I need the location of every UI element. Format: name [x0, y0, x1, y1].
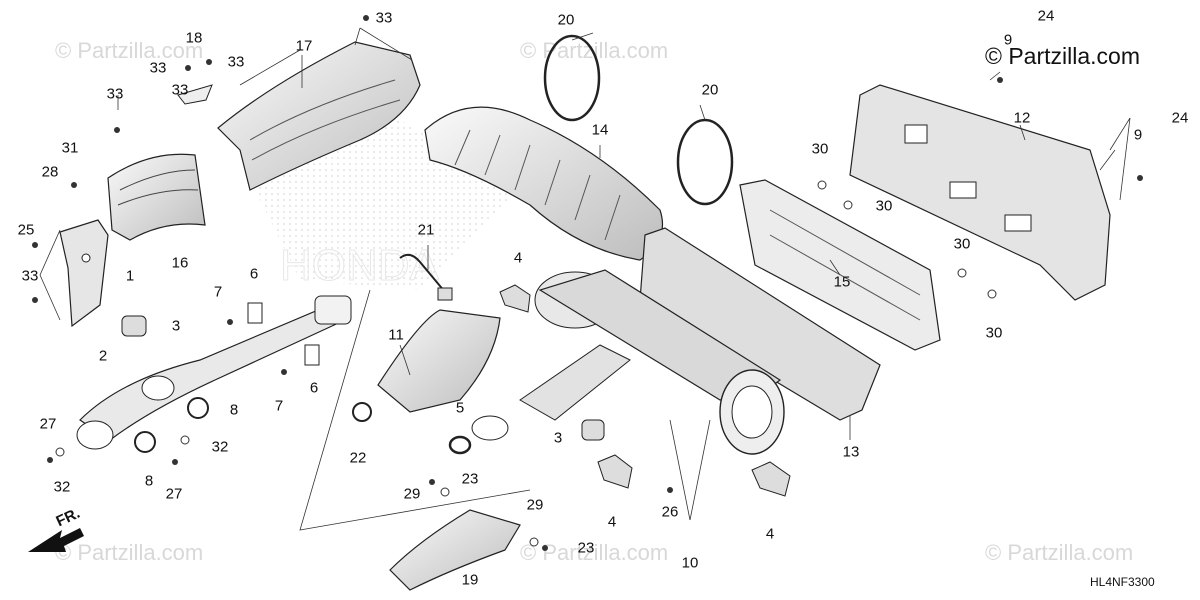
- leader-lines: [39, 27, 1131, 521]
- callout-7: 7: [213, 283, 223, 301]
- callout-16: 16: [171, 254, 189, 272]
- mount-part-4: [597, 454, 633, 489]
- callout-30: 30: [953, 235, 971, 253]
- callout-4: 4: [765, 525, 775, 543]
- mount-part-4: [751, 461, 791, 497]
- callout-6: 6: [309, 379, 319, 397]
- mount-part-4: [499, 284, 531, 313]
- callout-24: 24: [1037, 7, 1055, 25]
- sensor-part-21: [399, 253, 453, 301]
- callout-31: 31: [61, 139, 79, 157]
- callout-25: 25: [17, 221, 35, 239]
- heat-shield-part-16: [107, 153, 206, 241]
- mount-part-3: [581, 419, 605, 441]
- callout-21: 21: [417, 221, 435, 239]
- callout-12: 12: [1013, 109, 1031, 127]
- callout-9: 9: [1133, 126, 1143, 144]
- gasket-part-8: [134, 431, 156, 453]
- diagram-code: HL4NF3300: [1090, 575, 1155, 589]
- callout-8: 8: [229, 401, 239, 419]
- gasket-part-5: [448, 435, 472, 455]
- watermark: © Partzilla.com: [520, 540, 669, 565]
- gasket-part-8: [187, 397, 209, 419]
- callout-1: 1: [125, 267, 135, 285]
- callout-33: 33: [171, 81, 189, 99]
- callout-30: 30: [811, 140, 829, 158]
- callout-10: 10: [681, 554, 699, 572]
- callout-33: 33: [21, 267, 39, 285]
- callout-8: 8: [144, 472, 154, 490]
- callout-29: 29: [526, 496, 544, 514]
- callout-28: 28: [41, 163, 59, 181]
- callout-20: 20: [701, 81, 719, 99]
- callout-4: 4: [513, 249, 523, 267]
- callout-27: 27: [39, 415, 57, 433]
- callout-24: 24: [1171, 109, 1189, 127]
- callout-30: 30: [875, 197, 893, 215]
- callout-23: 23: [461, 470, 479, 488]
- spring-part-6: [247, 302, 263, 324]
- callout-22: 22: [349, 449, 367, 467]
- callout-27: 27: [165, 485, 183, 503]
- clamp-part-22: [352, 402, 372, 422]
- callout-11: 11: [388, 326, 404, 344]
- heat-shield-part-17: [217, 41, 421, 191]
- callout-9: 9: [1003, 31, 1013, 49]
- callout-20: 20: [557, 11, 575, 29]
- frame-part-15: [739, 179, 941, 351]
- callout-23: 23: [577, 539, 595, 557]
- cover-part-12: [849, 84, 1111, 301]
- callout-33: 33: [375, 9, 393, 27]
- exhaust-pipe-part-2: [76, 295, 352, 450]
- washers: [55, 180, 997, 547]
- brand-label: © Partzilla.com: [985, 43, 1140, 69]
- band-part-20: [676, 118, 734, 206]
- callout-5: 5: [455, 399, 465, 417]
- callout-33: 33: [106, 85, 124, 103]
- callout-33: 33: [227, 53, 245, 71]
- watermark: © Partzilla.com: [55, 38, 204, 63]
- callout-4: 4: [607, 513, 617, 531]
- cover-part-11: [377, 309, 501, 413]
- callout-17: 17: [295, 37, 313, 55]
- watermark: © Partzilla.com: [55, 540, 204, 565]
- fasteners: [32, 15, 1143, 551]
- callout-6: 6: [249, 265, 259, 283]
- front-arrow-icon: [28, 528, 84, 552]
- callout-32: 32: [211, 438, 229, 456]
- watermark: © Partzilla.com: [520, 38, 669, 63]
- mount-part-3: [121, 315, 147, 337]
- bracket-part-18: [177, 84, 213, 105]
- callout-3: 3: [553, 429, 563, 447]
- band-part-20: [543, 34, 601, 122]
- leader-triangle: [299, 289, 531, 531]
- callout-15: 15: [833, 273, 851, 291]
- callout-26: 26: [661, 503, 679, 521]
- callout-33: 33: [149, 59, 167, 77]
- callout-7: 7: [274, 397, 284, 415]
- callout-14: 14: [591, 121, 609, 139]
- callout-29: 29: [403, 485, 421, 503]
- svg-text:HONDA: HONDA: [280, 241, 440, 290]
- callout-3: 3: [171, 317, 181, 335]
- callout-13: 13: [842, 443, 860, 461]
- spring-part-6: [304, 344, 320, 366]
- bracket-part-1: [59, 219, 109, 328]
- callout-2: 2: [98, 347, 108, 365]
- watermark: © Partzilla.com: [985, 540, 1134, 565]
- muffler-part-10: [471, 269, 785, 455]
- callout-19: 19: [461, 571, 479, 589]
- callout-32: 32: [53, 478, 71, 496]
- shield-part-19: [389, 509, 521, 591]
- callout-30: 30: [985, 324, 1003, 342]
- callout-18: 18: [185, 29, 203, 47]
